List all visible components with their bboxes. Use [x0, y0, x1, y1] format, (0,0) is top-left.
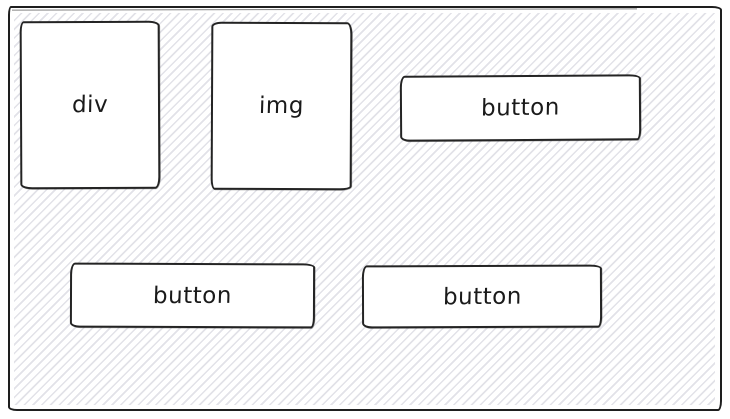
bottom-right-button-label: button: [442, 283, 522, 310]
bottom-right-button[interactable]: button: [361, 264, 603, 329]
div-box-label: div: [71, 91, 109, 119]
bottom-left-button-label: button: [152, 282, 233, 309]
bottom-left-button[interactable]: button: [69, 262, 316, 329]
img-box-label: img: [258, 92, 305, 120]
img-box: img: [210, 21, 353, 191]
top-button[interactable]: button: [399, 74, 642, 142]
div-box: div: [19, 20, 161, 190]
top-button-label: button: [480, 94, 561, 122]
